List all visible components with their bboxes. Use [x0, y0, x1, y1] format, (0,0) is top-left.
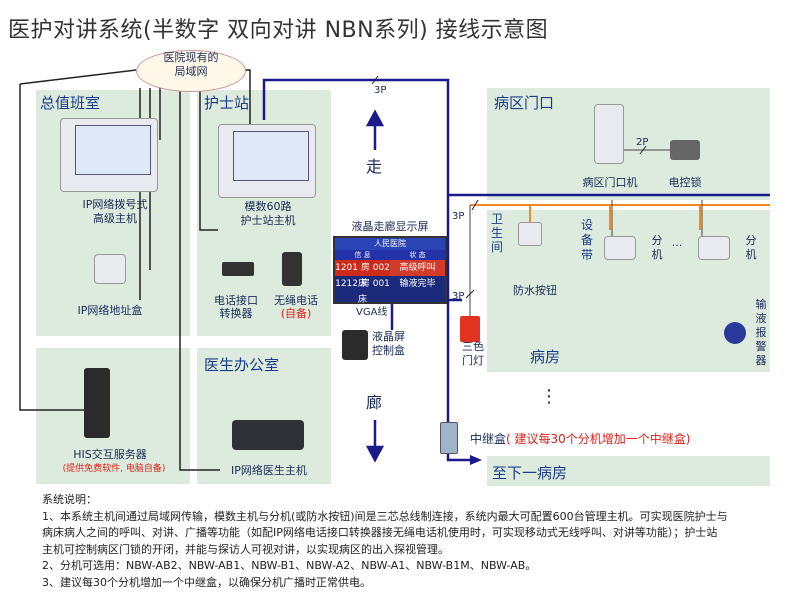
hospital-lan-cloud: 医院现有的 局域网 — [136, 50, 246, 92]
relay-box — [440, 422, 458, 454]
room-title-ward-gate: 病区门口 — [494, 94, 555, 112]
cloud-line-2: 局域网 — [174, 65, 208, 78]
room-title-next-ward: 至下一病房 — [492, 464, 568, 482]
notes-heading: 系统说明： — [42, 493, 97, 506]
equip-band-label: 设备带 — [580, 218, 593, 262]
lcd-title: 液晶走廊显示屏 — [351, 220, 429, 233]
lcd-subheader: 信 息 状 态 — [335, 250, 445, 260]
phone-converter — [222, 262, 254, 276]
doctor-host-device — [232, 420, 304, 450]
notes-line: 1、本系统主机间通过局域网传输，模数主机与分机(或防水按钮)间是三芯总线制连接，… — [42, 509, 728, 523]
gate-unit-label: 病区门口机 — [582, 176, 638, 189]
room-title-doctor: 医生办公室 — [204, 356, 280, 374]
corridor-char-1: 走 — [366, 157, 383, 176]
lcd-row: 1212 房 001 床 输液完毕 — [335, 276, 445, 305]
relay-label: 中继盒 — [470, 432, 507, 446]
his-server-tower — [84, 368, 110, 438]
notes-line: 2、分机可选用：NBW-AB2、NBW-AB1、NBW-B1、NBW-A2、NB… — [42, 559, 537, 572]
waterproof-button — [518, 222, 542, 246]
lcd-header: 人民医院 — [335, 238, 445, 250]
lcd-row-status: 输液完毕 — [399, 279, 436, 289]
next-ward-area — [487, 456, 770, 486]
room-title-ward: 病房 — [530, 348, 561, 366]
his-server-label: HIS交互服务器 — [73, 448, 147, 461]
notes-line: 主机可控制病区门锁的开闭，并能与探访人可视对讲，以实现病区的出入探视管理。 — [42, 542, 449, 556]
doctor-office — [197, 348, 331, 484]
wire-label-3p-mid: 3P — [452, 211, 465, 222]
ip-master-label-2: 高级主机 — [93, 212, 137, 225]
phone-conv-label-2: 转换器 — [219, 307, 253, 320]
gate-intercom — [594, 104, 624, 164]
extension-label-1: 分机 — [651, 234, 663, 261]
cloud-line-1: 医院现有的 — [163, 51, 219, 64]
lcd-row-status: 高级呼叫 — [390, 260, 445, 276]
wire-label-3p-low: 3P — [452, 291, 465, 302]
tricolor-door-light — [460, 316, 480, 342]
room-title-nurse: 护士站 — [204, 94, 250, 112]
cordless-note: (自备) — [280, 307, 312, 320]
cordless-label: 无绳电话 — [274, 294, 318, 307]
lcd-control-box — [342, 330, 368, 360]
toilet-label: 卫生间 — [490, 212, 503, 254]
infusion-alarm-label: 输液报警器 — [755, 298, 767, 367]
tricolor-label-1: 三色 — [462, 340, 484, 353]
lcd-sub-info: 信 息 — [354, 251, 371, 259]
ellipsis-mark: ... — [671, 236, 683, 249]
notes-line: 病床病人之间的呼叫、对讲、广播等功能（如配IP网络电话接口转换器接无绳电话机使用… — [42, 526, 718, 539]
lock-label: 电控锁 — [668, 176, 702, 189]
ip-addr-box-label: IP网络地址盒 — [77, 304, 143, 317]
waterproof-btn-label: 防水按钮 — [513, 284, 557, 297]
infusion-alarm-device — [724, 322, 746, 344]
his-server-note: (提供免费软件, 电脑自备) — [62, 464, 166, 474]
corridor-char-2: 廊 — [366, 393, 383, 412]
system-notes: 系统说明： 1、本系统主机间通过局域网传输，模数主机与分机(或防水按钮)间是三芯… — [42, 492, 782, 591]
nurse-host-terminal — [218, 124, 316, 198]
doctor-host-label: IP网络医生主机 — [231, 464, 307, 477]
phone-conv-label-1: 电话接口 — [214, 294, 258, 307]
vga-label: VGA线 — [356, 307, 388, 318]
ip-address-box — [94, 254, 126, 284]
tricolor-label-2: 门灯 — [462, 354, 484, 367]
lcd-ctrl-label-1: 液晶屏 — [372, 330, 405, 343]
room-title-duty: 总值班室 — [40, 94, 101, 112]
lcd-row: 1201 房 002 床 高级呼叫 — [335, 260, 445, 289]
lcd-sub-status: 状 态 — [409, 251, 426, 259]
extension-unit-1 — [604, 236, 636, 260]
lcd-row-info: 1212 房 001 床 — [335, 279, 390, 305]
wire-label-3p-top: 3P — [374, 85, 387, 96]
more-wards-dots: ⋮ — [540, 386, 558, 407]
extension-unit-2 — [698, 236, 730, 260]
page-title: 医护对讲系统(半数字 双向对讲 NBN系列) 接线示意图 — [8, 18, 549, 43]
extension-label-2: 分机 — [745, 234, 757, 261]
ip-master-screen — [75, 125, 151, 175]
cordless-phone — [282, 252, 302, 286]
corridor-arrows — [365, 109, 385, 463]
nurse-host-screen — [233, 131, 309, 181]
nurse-host-label-1: 模数60路 — [244, 200, 292, 213]
ip-master-label-1: IP网络拨号式 — [82, 198, 148, 211]
lcd-ctrl-label-2: 控制盒 — [372, 344, 405, 357]
electric-lock — [670, 140, 700, 160]
wire-label-2p: 2P — [636, 137, 649, 148]
relay-note: ( 建议每30个分机增加一个中继盒) — [506, 432, 691, 446]
lcd-row-info: 1201 房 002 床 — [335, 263, 390, 289]
ip-master-terminal — [60, 118, 158, 192]
nurse-host-label-2: 护士站主机 — [240, 214, 296, 227]
notes-line: 3、建议每30个分机增加一个中继盒，以确保分机广播时正常供电。 — [42, 575, 371, 589]
server-room — [36, 348, 190, 484]
bus-lines — [262, 78, 770, 462]
ward-gate-area — [487, 88, 770, 200]
orange-lines — [470, 204, 770, 230]
lcd-corridor-display: 人民医院 信 息 状 态 1201 房 002 床 高级呼叫 1212 房 00… — [333, 236, 447, 305]
